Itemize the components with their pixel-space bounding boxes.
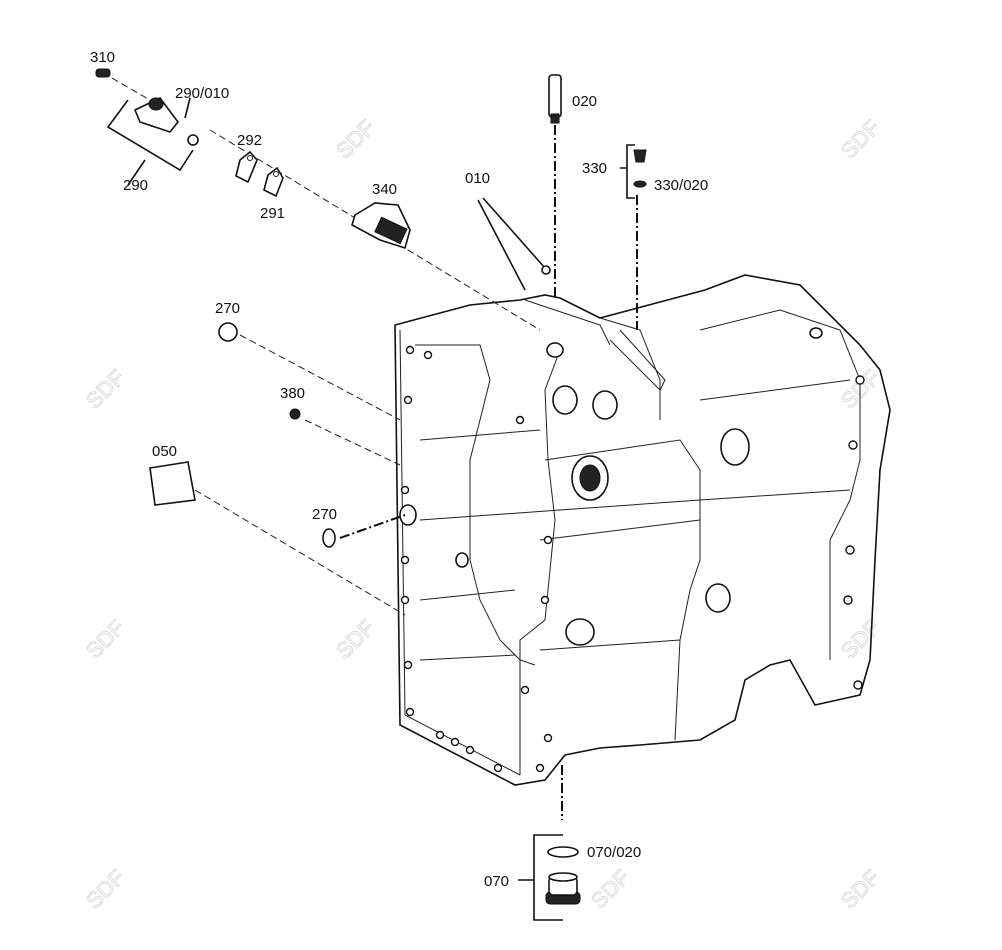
watermark: SDF — [81, 365, 130, 414]
watermark: SDF — [836, 615, 885, 664]
label-010: 010 — [465, 170, 490, 187]
part-290-010-oring — [187, 134, 199, 146]
label-292: 292 — [237, 132, 262, 149]
watermark: SDF — [81, 865, 130, 914]
part-270-oring-lower — [322, 528, 336, 548]
label-330-020: 330/020 — [654, 177, 708, 194]
label-380: 380 — [280, 385, 305, 402]
label-270-lower: 270 — [312, 506, 337, 523]
part-050-label-plate — [149, 461, 196, 506]
part-290-sensor — [133, 96, 180, 133]
watermark-layer: SDF SDF SDF SDF SDF SDF SDF SDF SDF SDF — [80, 114, 885, 914]
part-070-020-oring — [547, 846, 579, 858]
part-070-cap — [545, 872, 581, 905]
part-270-oring-top — [218, 322, 238, 342]
label-020: 020 — [572, 93, 597, 110]
label-070-020: 070/020 — [587, 844, 641, 861]
watermark: SDF — [836, 865, 885, 914]
watermark: SDF — [331, 115, 380, 164]
label-270-top: 270 — [215, 300, 240, 317]
label-070: 070 — [484, 873, 509, 890]
label-290: 290 — [123, 177, 148, 194]
watermark: SDF — [586, 865, 635, 914]
transmission-housing — [394, 274, 891, 786]
part-380-plug — [289, 408, 301, 420]
part-330-plug — [633, 149, 647, 163]
part-010-plug — [541, 265, 551, 275]
label-290-010: 290/010 — [175, 85, 229, 102]
part-020-fitting — [548, 74, 562, 124]
watermark: SDF — [331, 615, 380, 664]
label-310: 310 — [90, 49, 115, 66]
part-340-valve — [351, 202, 411, 250]
label-291: 291 — [260, 205, 285, 222]
part-330-020-seal — [633, 180, 647, 188]
watermark: SDF — [836, 115, 885, 164]
label-340: 340 — [372, 181, 397, 198]
watermark: SDF — [81, 615, 130, 664]
part-labels: 310 290/010 290 292 291 340 010 020 330 … — [90, 49, 708, 890]
part-310-bolt — [95, 68, 111, 78]
label-330: 330 — [582, 160, 607, 177]
part-292-gasket — [235, 150, 258, 184]
label-050: 050 — [152, 443, 177, 460]
part-291-gasket — [263, 166, 284, 198]
